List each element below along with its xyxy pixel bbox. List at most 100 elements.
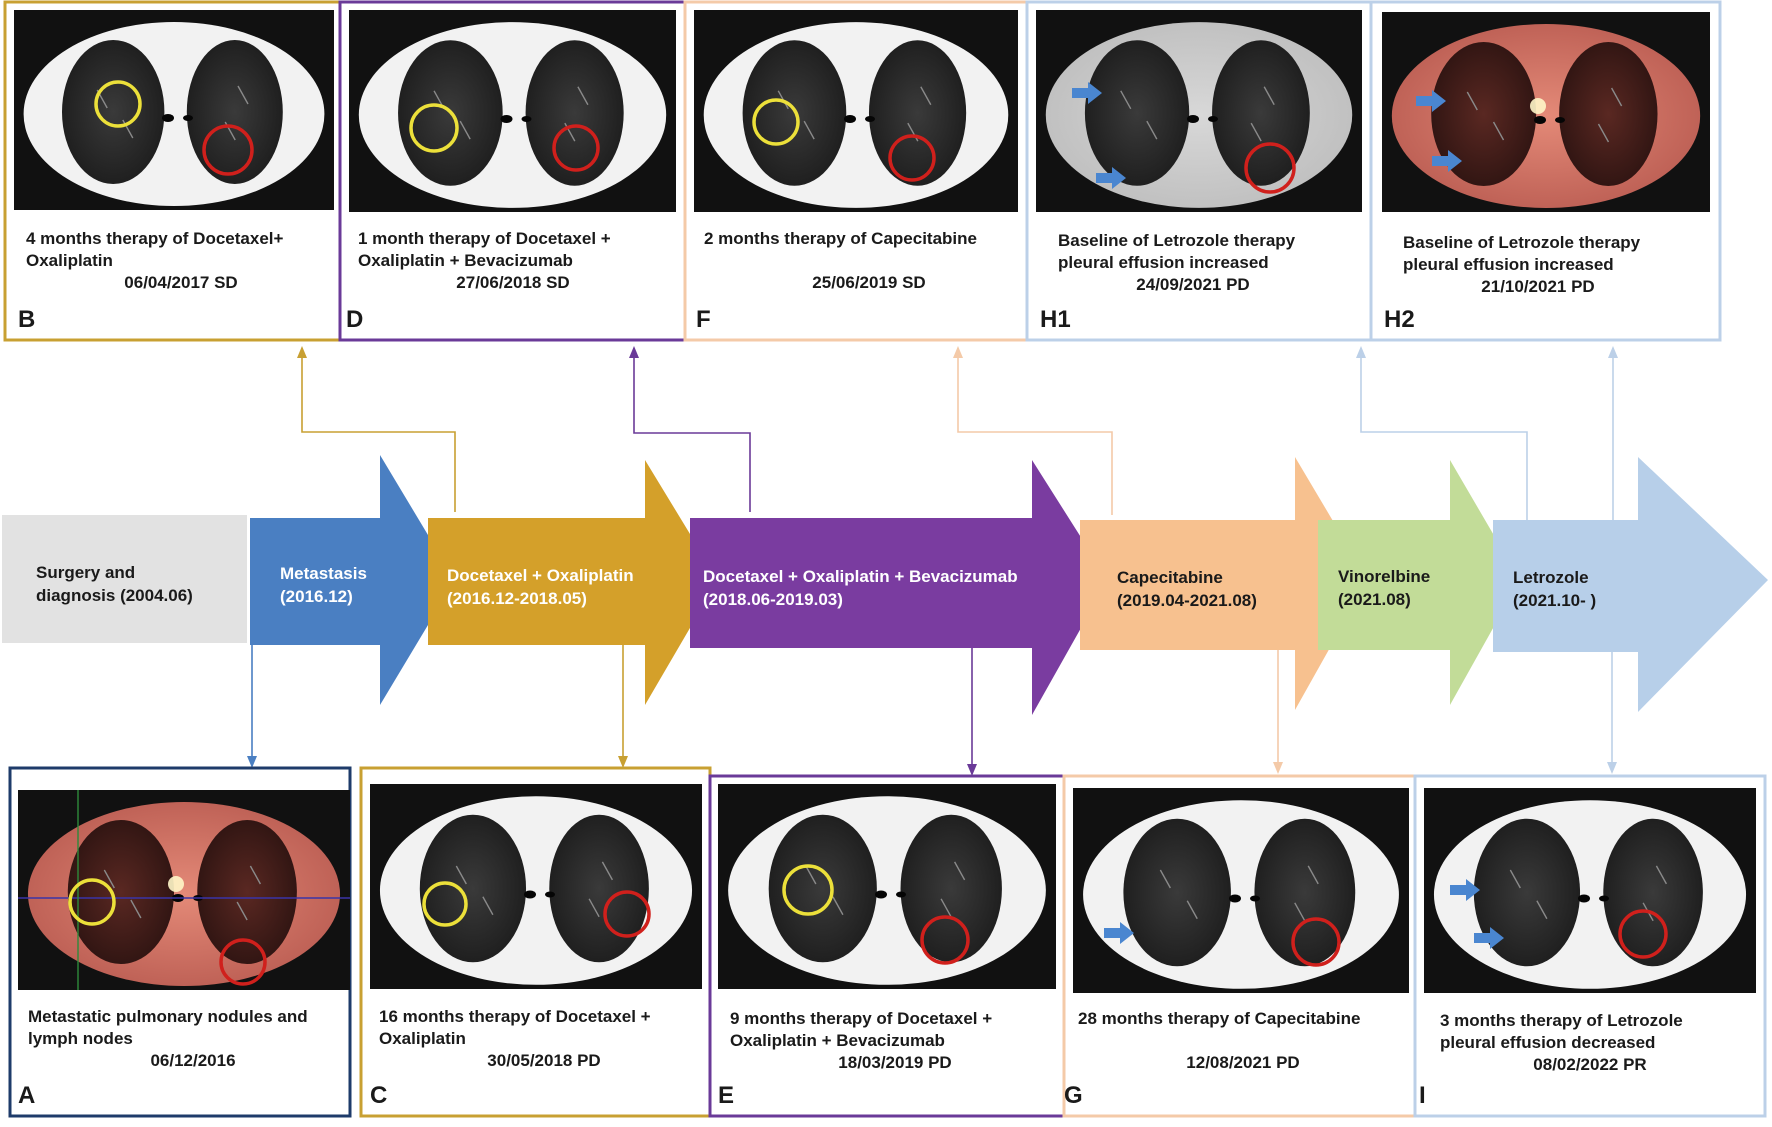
panel-E-yellow-circle: [782, 864, 834, 916]
panel-G-date: 12/08/2021 PD: [1186, 1053, 1300, 1072]
panel-A-scan-image: [18, 790, 350, 990]
panel-B: [3, 0, 345, 342]
stage-metastasis-text: Metastasis (2016.12): [280, 562, 367, 608]
panel-B-red-circle: [202, 124, 254, 176]
panel-H1-caption: Baseline of Letrozole therapy pleural ef…: [1058, 230, 1328, 296]
connector-F-arrowhead: [953, 346, 963, 358]
panel-A-date: 06/12/2016: [150, 1051, 236, 1070]
panel-F-label: F: [696, 306, 711, 333]
panel-H1-label: H1: [1040, 306, 1071, 333]
stage-letrozole-text: Letrozole (2021.10- ): [1513, 566, 1596, 612]
panel-A-caption: Metastatic pulmonary nodules and lymph n…: [28, 1006, 358, 1072]
stage-surgery-line2: diagnosis (2004.06): [36, 586, 193, 605]
panel-I-blue-arrow-2: [1474, 927, 1504, 949]
panel-F-red-circle: [888, 134, 936, 182]
panel-E-date: 18/03/2019 PD: [838, 1053, 952, 1072]
panel-D-line1: 1 month therapy of Docetaxel +: [358, 229, 611, 248]
panel-C-line1: 16 months therapy of Docetaxel +: [379, 1007, 651, 1026]
stage-vinorelbine-line1: Vinorelbine: [1338, 567, 1431, 586]
panel-D-scan-image: [349, 10, 676, 212]
panel-D-red-circle: [552, 124, 600, 172]
panel-I-blue-arrow-1: [1450, 879, 1480, 901]
panel-C-date: 30/05/2018 PD: [487, 1051, 601, 1070]
panel-C-line2: Oxaliplatin: [379, 1029, 466, 1048]
stage-capecitabine-line2: (2019.04-2021.08): [1117, 591, 1257, 610]
panel-C-yellow-circle: [422, 881, 468, 927]
stage-docetaxel-oxaliplatin-text: Docetaxel + Oxaliplatin (2016.12-2018.05…: [447, 564, 634, 610]
panel-H1-red-circle: [1244, 142, 1296, 194]
panel-E-caption: 9 months therapy of Docetaxel + Oxalipla…: [730, 1008, 1060, 1074]
stage-vinorelbine-arrow: [1318, 460, 1520, 705]
panel-H2-blue-arrow-2: [1432, 150, 1462, 172]
connector-D-arrowhead: [629, 346, 639, 358]
stage-metastasis-arrow: [250, 455, 455, 705]
panel-G-line1: 28 months therapy of Capecitabine: [1078, 1009, 1361, 1028]
panel-B-date: 06/04/2017 SD: [124, 273, 238, 292]
panel-F-line1: 2 months therapy of Capecitabine: [704, 229, 977, 248]
stage-vinorelbine-text: Vinorelbine (2021.08): [1338, 565, 1430, 611]
connector-F: [957, 350, 1113, 515]
panel-D-yellow-circle: [409, 103, 459, 153]
panel-H1-blue-arrow-1: [1072, 82, 1102, 104]
connectors: [247, 346, 1618, 776]
connector-D: [633, 350, 751, 512]
connector-H1: [1360, 350, 1528, 520]
panel-H1-date: 24/09/2021 PD: [1136, 275, 1250, 294]
panel-D-date: 27/06/2018 SD: [456, 273, 570, 292]
panel-I-label: I: [1419, 1082, 1426, 1109]
panel-G-red-circle: [1291, 917, 1341, 967]
stage-letrozole-arrow: [1493, 457, 1768, 712]
stage-vinorelbine-line2: (2021.08): [1338, 590, 1411, 609]
panel-H2-label: H2: [1384, 306, 1415, 333]
panel-D-caption: 1 month therapy of Docetaxel + Oxaliplat…: [358, 228, 668, 294]
stage-surgery-text: Surgery and diagnosis (2004.06): [36, 561, 193, 607]
stage-surgery-line1: Surgery and: [36, 563, 136, 582]
connector-A-arrowhead: [247, 756, 257, 768]
panel-A-label: A: [18, 1082, 36, 1109]
stage-metastasis-line2: (2016.12): [280, 587, 353, 606]
panel-B-scan-image: [14, 10, 334, 210]
panel-E-label: E: [718, 1082, 735, 1109]
panel-E-red-circle: [920, 915, 970, 965]
panel-F-caption: 2 months therapy of Capecitabine 25/06/2…: [704, 228, 1034, 294]
stage-bevacizumab-line1: Docetaxel + Oxaliplatin + Bevacizumab: [703, 567, 1018, 586]
panel-H2: [1369, 0, 1722, 342]
panel-G-scan-image: [1073, 788, 1409, 993]
stage-docetaxel-oxaliplatin-arrow: [428, 460, 718, 705]
panel-E: [708, 774, 1066, 1118]
panel-H1-scan-image: [1036, 10, 1362, 212]
panel-H2-line2: pleural effusion increased: [1403, 255, 1614, 274]
stage-bevacizumab-text: Docetaxel + Oxaliplatin + Bevacizumab (2…: [703, 565, 1018, 611]
panel-D-label: D: [346, 306, 364, 333]
panel-I-line1: 3 months therapy of Letrozole: [1440, 1011, 1683, 1030]
panel-G: [1062, 774, 1426, 1118]
panel-H2-line1: Baseline of Letrozole therapy: [1403, 233, 1641, 252]
panel-G-label: G: [1064, 1082, 1083, 1109]
stage-capecitabine-arrow: [1080, 457, 1368, 710]
panel-H2-scan-image: [1382, 12, 1710, 212]
panel-C-caption: 16 months therapy of Docetaxel + Oxalipl…: [379, 1006, 709, 1072]
panel-D-line2: Oxaliplatin + Bevacizumab: [358, 251, 573, 270]
stage-docetaxel-oxaliplatin-line1: Docetaxel + Oxaliplatin: [447, 566, 634, 585]
panel-F: [683, 0, 1029, 342]
stage-letrozole-line1: Letrozole: [1513, 568, 1589, 587]
panel-C-label: C: [370, 1082, 388, 1109]
stage-bevacizumab-line2: (2018.06-2019.03): [703, 590, 843, 609]
panel-I-scan-image: [1424, 788, 1756, 993]
panel-D: [338, 0, 687, 342]
panel-I-red-circle: [1618, 909, 1668, 959]
panel-F-scan-image: [694, 10, 1018, 212]
stage-surgery-block: [2, 515, 247, 643]
scan-panels: [3, 0, 1767, 1118]
connector-E-arrowhead: [967, 764, 977, 776]
stage-letrozole-line2: (2021.10- ): [1513, 591, 1597, 610]
panel-E-scan-image: [718, 784, 1056, 989]
stage-bevacizumab-arrow: [690, 460, 1108, 715]
panel-H1-line1: Baseline of Letrozole therapy: [1058, 231, 1296, 250]
stage-capecitabine-line1: Capecitabine: [1117, 568, 1223, 587]
panel-B-label: B: [18, 306, 36, 333]
panel-H1: [1025, 0, 1373, 342]
connector-H1-arrowhead: [1356, 346, 1366, 358]
panel-H1-line2: pleural effusion increased: [1058, 253, 1269, 272]
